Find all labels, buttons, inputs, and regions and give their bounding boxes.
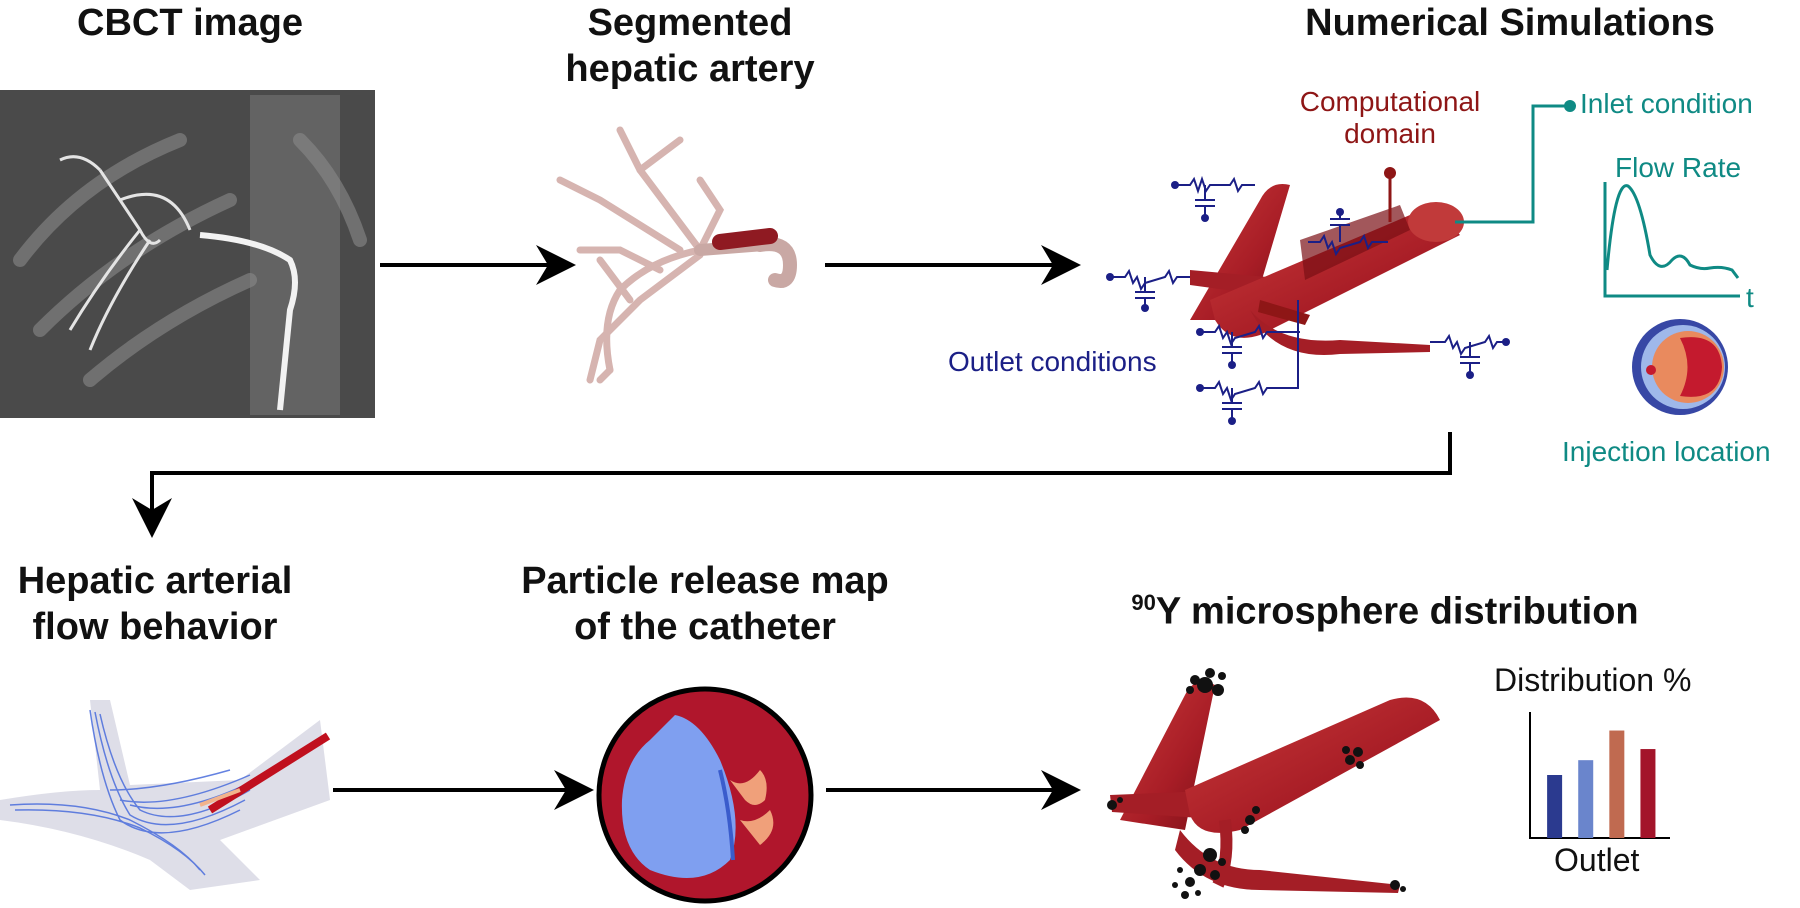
microsphere-particles xyxy=(1107,668,1406,899)
cbct-vessels xyxy=(59,155,192,351)
label-computational-line2: domain xyxy=(1344,118,1436,150)
label-injection-location: Injection location xyxy=(1562,436,1771,467)
title-dist-text: Y microsphere distribution xyxy=(1155,590,1639,633)
title-hepatic-flow: Hepatic arterial flow behavior xyxy=(0,558,310,650)
distribution-bar-1 xyxy=(1547,775,1563,838)
arrow-simulation-to-flow xyxy=(132,432,1452,538)
title-release-line2: of the catheter xyxy=(574,606,836,648)
label-computational-domain: Computational domain xyxy=(1270,86,1510,150)
distribution-bar-4 xyxy=(1640,749,1656,838)
flow-catheter xyxy=(207,732,331,814)
simulation-artery xyxy=(1190,184,1464,355)
outlet-circuits xyxy=(1110,175,1506,421)
title-release-line1: Particle release map xyxy=(521,560,889,602)
distribution-artery xyxy=(1110,681,1440,893)
flow-behavior-model xyxy=(0,700,331,890)
title-segmented-line1: Segmented xyxy=(587,2,793,44)
flow-rate-waveform xyxy=(1605,184,1740,279)
cbct-image-panel xyxy=(0,90,375,418)
inlet-dot xyxy=(1564,100,1576,112)
label-computational-line1: Computational xyxy=(1299,86,1481,117)
title-flow-line2: flow behavior xyxy=(32,606,278,648)
title-flow-line1: Hepatic arterial xyxy=(17,560,293,602)
flow-rate-plot xyxy=(1603,182,1740,298)
distribution-chart xyxy=(1529,712,1670,839)
cbct-spine xyxy=(250,95,340,415)
label-outlet-axis: Outlet xyxy=(1554,842,1640,878)
computational-domain-dot xyxy=(1384,167,1396,179)
title-cbct-image: CBCT image xyxy=(77,2,303,44)
distribution-chart-bars xyxy=(1547,730,1656,838)
label-time-axis: t xyxy=(1746,282,1754,313)
injection-location-disc xyxy=(1632,319,1728,415)
cbct-ribs xyxy=(13,133,367,387)
label-outlet-conditions: Outlet conditions xyxy=(948,346,1157,377)
label-distribution-percent: Distribution % xyxy=(1494,662,1692,698)
particle-release-map xyxy=(596,686,814,904)
distribution-bar-3 xyxy=(1609,730,1625,838)
flow-release-streak xyxy=(199,788,241,807)
title-dist-superscript: 90 xyxy=(1131,590,1156,615)
flow-rate-axes xyxy=(1603,182,1740,298)
title-numerical-simulations: Numerical Simulations xyxy=(1305,2,1715,44)
outlet-circuit-nodes xyxy=(1106,181,1510,425)
title-microsphere-distribution: 90Y microsphere distribution xyxy=(1085,580,1685,635)
label-flow-rate: Flow Rate xyxy=(1615,152,1742,183)
segmented-artery-model xyxy=(556,126,798,384)
cbct-catheter xyxy=(199,232,298,411)
title-particle-release-map: Particle release map of the catheter xyxy=(480,558,930,650)
title-segmented-artery: Segmented hepatic artery xyxy=(540,0,840,92)
title-segmented-line2: hepatic artery xyxy=(565,48,815,90)
distribution-bar-2 xyxy=(1578,760,1594,838)
label-inlet-condition: Inlet condition xyxy=(1580,88,1753,119)
inlet-connector xyxy=(1455,104,1570,224)
